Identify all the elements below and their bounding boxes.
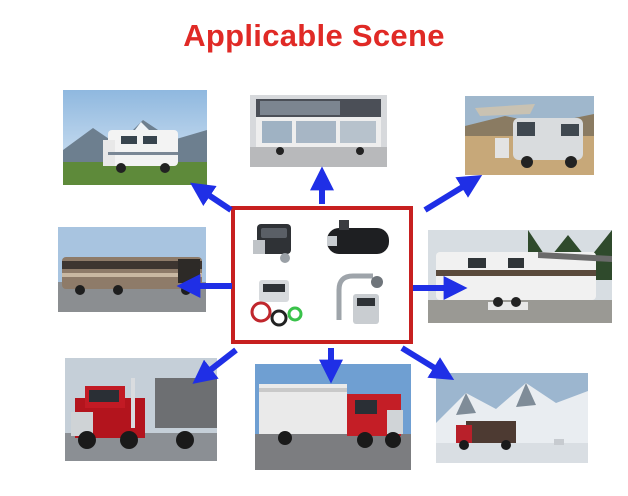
arrow-to-motorhome [190,182,233,213]
motorhome-photo [63,90,207,185]
heater-kit-photo [250,280,303,327]
camper-van-photo [465,96,594,175]
travel-trailer-photo [428,230,612,323]
arrow-to-camper-van [423,174,483,213]
page-title: Applicable Scene [183,18,445,53]
reefer-truck-photo [255,364,411,470]
tour-bus-photo [58,227,206,312]
parking-heater-unit-photo [253,224,291,263]
diesel-heater-cylinder-photo [327,220,389,254]
food-truck-trailer-photo [250,95,387,167]
heater-exhaust-kit-photo [336,273,383,324]
semi-truck-red-photo [65,358,217,461]
product-frame [231,206,413,344]
dump-truck-snow-photo [436,373,588,463]
